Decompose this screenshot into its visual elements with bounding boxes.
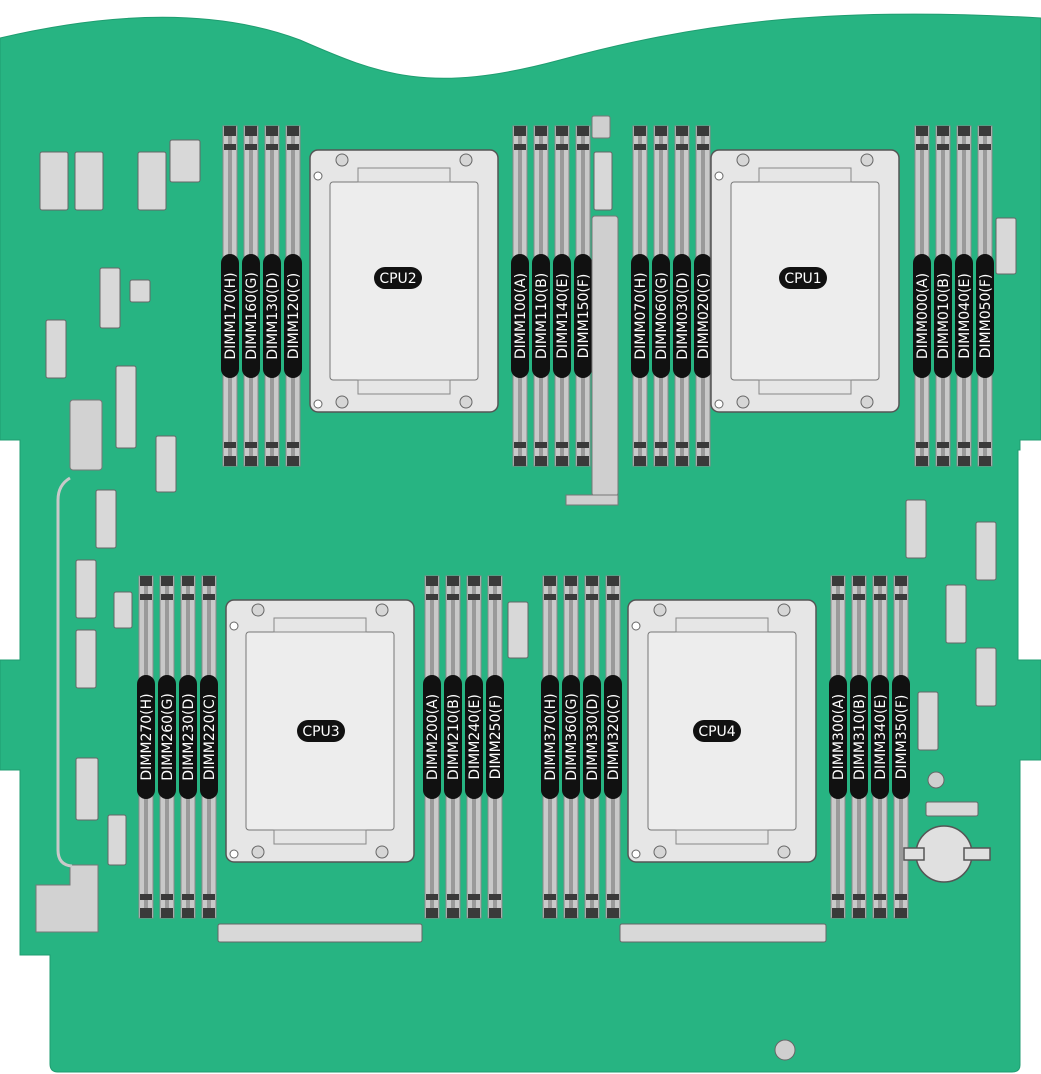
dimm-slot[interactable]: DIMM170(H) xyxy=(221,125,239,467)
dimm-slot[interactable]: DIMM330(D) xyxy=(583,575,601,919)
dimm-slot[interactable]: DIMM210(B) xyxy=(444,575,462,919)
dimm-slot-label: DIMM360(G) xyxy=(564,693,580,781)
dimm-slot[interactable]: DIMM100(A) xyxy=(511,125,529,467)
left-bracket xyxy=(35,399,103,933)
dimm-slot-label: DIMM220(C) xyxy=(202,694,218,781)
center-bracket xyxy=(565,115,619,506)
dimm-slot-label: DIMM250(F) xyxy=(488,695,504,780)
cpu1-label: CPU1 xyxy=(784,271,821,287)
dimm-slot-label: DIMM320(C) xyxy=(606,694,622,781)
dimm-slot-label: DIMM240(E) xyxy=(467,694,483,780)
dimm-slot[interactable]: DIMM350(F) xyxy=(892,575,910,919)
dimm-slot[interactable]: DIMM260(G) xyxy=(158,575,176,919)
dimm-slots-layer: DIMM170(H) DIMM160(G) DIMM130(D) DIMM120(C)… xyxy=(137,125,994,919)
dimm-slot[interactable]: DIMM060(G) xyxy=(652,125,670,467)
dimm-slot-label: DIMM020(C) xyxy=(696,273,712,360)
cpu3-label: CPU3 xyxy=(302,724,339,740)
dimm-slot-label: DIMM110(B) xyxy=(534,273,550,359)
dimm-slot-label: DIMM140(E) xyxy=(555,273,571,359)
bank-cpu2-right: DIMM100(A) DIMM110(B) DIMM140(E) DIMM150(F) xyxy=(511,125,592,467)
dimm-slot[interactable]: DIMM140(E) xyxy=(553,125,571,467)
dimm-slot[interactable]: DIMM300(A) xyxy=(829,575,847,919)
dimm-slot-label: DIMM230(D) xyxy=(181,693,197,781)
rear-io-connectors xyxy=(39,139,1017,866)
standoff-right xyxy=(927,771,945,789)
dimm-slot[interactable]: DIMM270(H) xyxy=(137,575,155,919)
dimm-slot-label: DIMM300(A) xyxy=(831,694,847,780)
left-cable xyxy=(56,476,73,868)
cpu2-label: CPU2 xyxy=(379,271,416,287)
dimm-slot[interactable]: DIMM110(B) xyxy=(532,125,550,467)
bank-cpu4-right: DIMM300(A) DIMM310(B) DIMM340(E) DIMM350(F) xyxy=(829,575,910,919)
dimm-slot-label: DIMM340(E) xyxy=(873,694,889,780)
dimm-slot[interactable]: DIMM020(C) xyxy=(694,125,712,467)
dimm-slot-label: DIMM270(H) xyxy=(139,693,155,780)
bottom-edge-connectors xyxy=(217,923,827,943)
dimm-slot-label: DIMM070(H) xyxy=(633,272,649,359)
bank-cpu3-right: DIMM200(A) DIMM210(B) DIMM240(E) DIMM250(F) xyxy=(423,575,504,919)
cpu2-socket: CPU2 xyxy=(309,149,499,413)
dimm-slot[interactable]: DIMM340(E) xyxy=(871,575,889,919)
dimm-slot[interactable]: DIMM240(E) xyxy=(465,575,483,919)
dimm-slot[interactable]: DIMM050(F) xyxy=(976,125,994,467)
dimm-slot[interactable]: DIMM120(C) xyxy=(284,125,302,467)
dimm-slot-label: DIMM310(B) xyxy=(852,694,868,780)
dimm-slot-label: DIMM330(D) xyxy=(585,693,601,781)
dimm-slot-label: DIMM150(F) xyxy=(576,274,592,359)
dimm-slot[interactable]: DIMM220(C) xyxy=(200,575,218,919)
dimm-slot[interactable]: DIMM320(C) xyxy=(604,575,622,919)
dimm-slot[interactable]: DIMM200(A) xyxy=(423,575,441,919)
dimm-slot-label: DIMM200(A) xyxy=(425,694,441,780)
cpu4-label: CPU4 xyxy=(698,724,735,740)
dimm-slot[interactable]: DIMM030(D) xyxy=(673,125,691,467)
dimm-slot[interactable]: DIMM310(B) xyxy=(850,575,868,919)
dimm-slot-label: DIMM210(B) xyxy=(446,694,462,780)
dimm-slot-label: DIMM120(C) xyxy=(286,273,302,360)
dimm-slot-label: DIMM060(G) xyxy=(654,272,670,360)
bank-cpu4-left: DIMM370(H) DIMM360(G) DIMM330(D) DIMM320(C) xyxy=(541,575,622,919)
dimm-slot[interactable]: DIMM150(F) xyxy=(574,125,592,467)
dimm-slot-label: DIMM040(E) xyxy=(957,273,973,359)
dimm-slot-label: DIMM370(H) xyxy=(543,693,559,780)
dimm-slot[interactable]: DIMM000(A) xyxy=(913,125,931,467)
dimm-slot[interactable]: DIMM130(D) xyxy=(263,125,281,467)
bank-cpu1-left: DIMM070(H) DIMM060(G) DIMM030(D) DIMM020(C) xyxy=(631,125,712,467)
dimm-slot-label: DIMM130(D) xyxy=(265,272,281,360)
cpu4-socket: CPU4 xyxy=(627,599,817,863)
dimm-slot-label: DIMM350(F) xyxy=(894,695,910,780)
dimm-slot[interactable]: DIMM070(H) xyxy=(631,125,649,467)
bank-cpu3-left: DIMM270(H) DIMM260(G) DIMM230(D) DIMM220(C) xyxy=(137,575,218,919)
dimm-slot[interactable]: DIMM040(E) xyxy=(955,125,973,467)
cpu1-socket: CPU1 xyxy=(710,149,900,413)
dimm-slot[interactable]: DIMM360(G) xyxy=(562,575,580,919)
cpu3-socket: CPU3 xyxy=(225,599,415,863)
dimm-slot-label: DIMM030(D) xyxy=(675,272,691,360)
cmos-battery xyxy=(903,825,991,883)
standoff-bottom xyxy=(774,1039,796,1061)
dimm-slot-label: DIMM010(B) xyxy=(936,273,952,359)
dimm-slot[interactable]: DIMM370(H) xyxy=(541,575,559,919)
bank-cpu1-right: DIMM000(A) DIMM010(B) DIMM040(E) DIMM050(F) xyxy=(913,125,994,467)
dimm-slot[interactable]: DIMM010(B) xyxy=(934,125,952,467)
dimm-slot[interactable]: DIMM230(D) xyxy=(179,575,197,919)
dimm-slot-label: DIMM260(G) xyxy=(160,693,176,781)
dimm-slot-label: DIMM050(F) xyxy=(978,274,994,359)
dimm-slot-label: DIMM100(A) xyxy=(513,273,529,359)
dimm-slot-label: DIMM170(H) xyxy=(223,272,239,359)
dimm-slot-label: DIMM160(G) xyxy=(244,272,260,360)
bank-cpu2-left: DIMM170(H) DIMM160(G) DIMM130(D) DIMM120(C) xyxy=(221,125,302,467)
dimm-slot-label: DIMM000(A) xyxy=(915,273,931,359)
dimm-slot[interactable]: DIMM250(F) xyxy=(486,575,504,919)
dimm-slot[interactable]: DIMM160(G) xyxy=(242,125,260,467)
